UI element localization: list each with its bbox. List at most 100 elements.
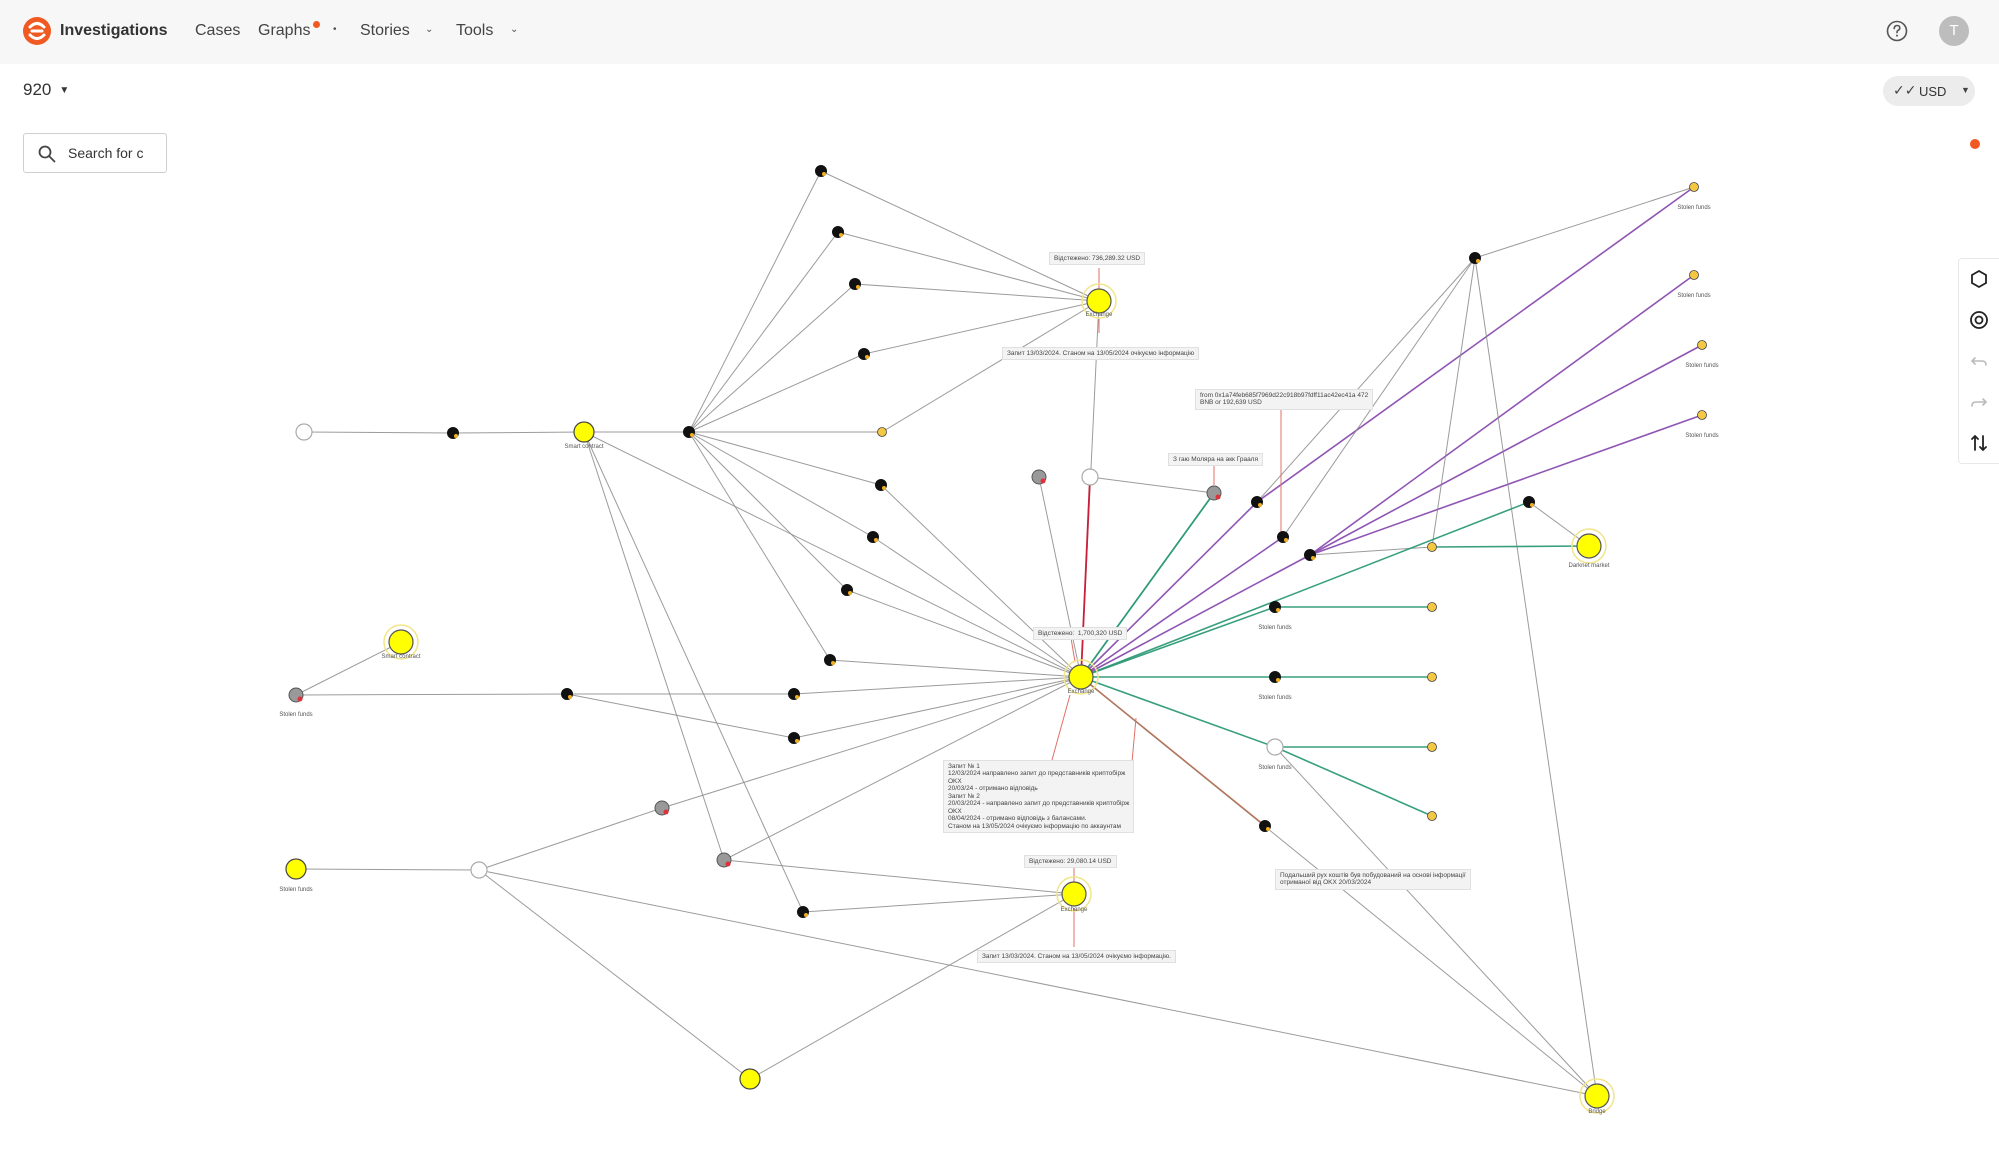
logo-icon[interactable] xyxy=(22,16,52,46)
stories-chevron-icon[interactable]: ⌄ xyxy=(425,24,434,35)
graphs-chevron-icon[interactable]: • xyxy=(333,24,337,35)
node-halo[interactable] xyxy=(1579,1078,1615,1114)
node-badge[interactable] xyxy=(831,661,835,665)
node-label: Darknet market xyxy=(1568,563,1610,569)
node-badge[interactable] xyxy=(1040,478,1046,484)
node-badge[interactable] xyxy=(1284,538,1288,542)
graph-note[interactable]: Подальший рух коштів був побудований на … xyxy=(1275,869,1471,890)
node-entity[interactable] xyxy=(1584,1083,1610,1109)
node-halo[interactable] xyxy=(1056,876,1092,912)
search-input[interactable] xyxy=(68,143,160,163)
node-badge[interactable] xyxy=(454,434,458,438)
avatar[interactable]: T xyxy=(1939,16,1969,46)
graph-note[interactable]: Запит № 1 12/03/2024 направлено запит до… xyxy=(943,760,1135,834)
graph-note[interactable]: Запит 13/03/2024. Станом на 13/05/2024 о… xyxy=(977,950,1176,964)
graph-note[interactable]: Відстежено: 29,080.14 USD xyxy=(1024,855,1117,869)
node-badge[interactable] xyxy=(795,695,799,699)
node-halo[interactable] xyxy=(1063,659,1099,695)
node-address[interactable] xyxy=(1427,602,1437,612)
node-badge[interactable] xyxy=(795,739,799,743)
node-badge[interactable] xyxy=(1276,678,1280,682)
node-entity[interactable] xyxy=(1061,881,1087,907)
node-address[interactable] xyxy=(1689,182,1699,192)
node-badge[interactable] xyxy=(725,861,731,867)
nav-stories[interactable]: Stories xyxy=(360,22,410,39)
node-badge[interactable] xyxy=(804,913,808,917)
nav-cases[interactable]: Cases xyxy=(195,22,241,39)
node-entity[interactable] xyxy=(1068,664,1094,690)
node-halo[interactable] xyxy=(1571,528,1607,564)
node-address[interactable] xyxy=(1427,672,1437,682)
currency-selector[interactable]: ✓✓ USD ▼ xyxy=(1883,76,1975,106)
graph-edge xyxy=(1309,344,1703,556)
hexagon-icon[interactable] xyxy=(1968,268,1990,290)
graph-note[interactable]: З гаю Моляра на акк Грааля xyxy=(1168,453,1263,467)
node-badge[interactable] xyxy=(1530,503,1534,507)
node-entity[interactable] xyxy=(1576,533,1602,559)
app-brand[interactable]: Investigations xyxy=(60,22,168,39)
node-address[interactable] xyxy=(1697,410,1707,420)
node-address[interactable] xyxy=(1427,542,1437,552)
node-entity[interactable] xyxy=(285,858,307,880)
node-badge[interactable] xyxy=(1258,503,1262,507)
search-icon xyxy=(38,145,56,163)
node-label: Bridge xyxy=(1588,1109,1606,1115)
graph-edge xyxy=(1080,476,1091,678)
node-badge[interactable] xyxy=(848,591,852,595)
node-address[interactable] xyxy=(1689,270,1699,280)
graph-selector[interactable]: 920▼ xyxy=(23,80,69,100)
node-badge[interactable] xyxy=(822,172,826,176)
chevron-down-icon: ▼ xyxy=(59,85,70,96)
node-badge[interactable] xyxy=(856,285,860,289)
node-label: Stolen funds xyxy=(279,887,313,893)
graph-edge xyxy=(688,431,874,538)
node-address[interactable] xyxy=(1266,738,1284,756)
top-bar: Investigations Cases Graphs • Stories ⌄ … xyxy=(0,0,1999,64)
graph-edge xyxy=(1309,414,1703,556)
nav-graphs[interactable]: Graphs xyxy=(258,22,311,39)
sort-icon[interactable] xyxy=(1968,432,1990,454)
node-badge[interactable] xyxy=(568,695,572,699)
graph-note[interactable]: Відстежено: 1,700,320 USD xyxy=(1033,627,1128,641)
node-badge[interactable] xyxy=(1215,494,1221,500)
node-address[interactable] xyxy=(1081,468,1099,486)
node-address[interactable] xyxy=(877,427,887,437)
node-badge[interactable] xyxy=(1266,827,1270,831)
node-address[interactable] xyxy=(1697,340,1707,350)
help-icon[interactable] xyxy=(1886,20,1908,42)
node-entity[interactable] xyxy=(573,421,595,443)
node-entity[interactable] xyxy=(388,629,414,655)
node-badge[interactable] xyxy=(839,233,843,237)
node-address[interactable] xyxy=(1427,742,1437,752)
undo-icon[interactable] xyxy=(1968,350,1990,372)
node-badge[interactable] xyxy=(1476,259,1480,263)
node-entity[interactable] xyxy=(739,1068,761,1090)
graph-edge xyxy=(452,431,585,434)
node-halo[interactable] xyxy=(383,624,419,660)
graph-edge xyxy=(478,869,1598,1097)
node-badge[interactable] xyxy=(865,355,869,359)
node-address[interactable] xyxy=(470,861,488,879)
tools-chevron-icon[interactable]: ⌄ xyxy=(510,24,519,35)
nav-tools[interactable]: Tools xyxy=(456,22,494,39)
node-address[interactable] xyxy=(1427,811,1437,821)
target-icon[interactable] xyxy=(1968,309,1990,331)
graph-note[interactable]: from 0x1a74feb685f7969d22c918b97fdff11ac… xyxy=(1195,389,1374,410)
graph-edge xyxy=(802,893,1075,913)
node-address[interactable] xyxy=(295,423,313,441)
graph-note[interactable]: Запит 13/03/2024. Станом на 13/05/2024 о… xyxy=(1002,347,1200,361)
search-box[interactable] xyxy=(23,133,167,173)
node-badge[interactable] xyxy=(297,696,303,702)
node-badge[interactable] xyxy=(874,538,878,542)
graph-edge xyxy=(846,589,1082,678)
node-badge[interactable] xyxy=(1276,608,1280,612)
node-halo[interactable] xyxy=(1081,283,1117,319)
graph-note[interactable]: Відстежено: 736,289.32 USD xyxy=(1049,252,1146,266)
node-badge[interactable] xyxy=(882,486,886,490)
node-badge[interactable] xyxy=(663,809,669,815)
node-entity[interactable] xyxy=(1086,288,1112,314)
node-badge[interactable] xyxy=(1311,556,1315,560)
redo-icon[interactable] xyxy=(1968,391,1990,413)
node-badge[interactable] xyxy=(690,433,694,437)
